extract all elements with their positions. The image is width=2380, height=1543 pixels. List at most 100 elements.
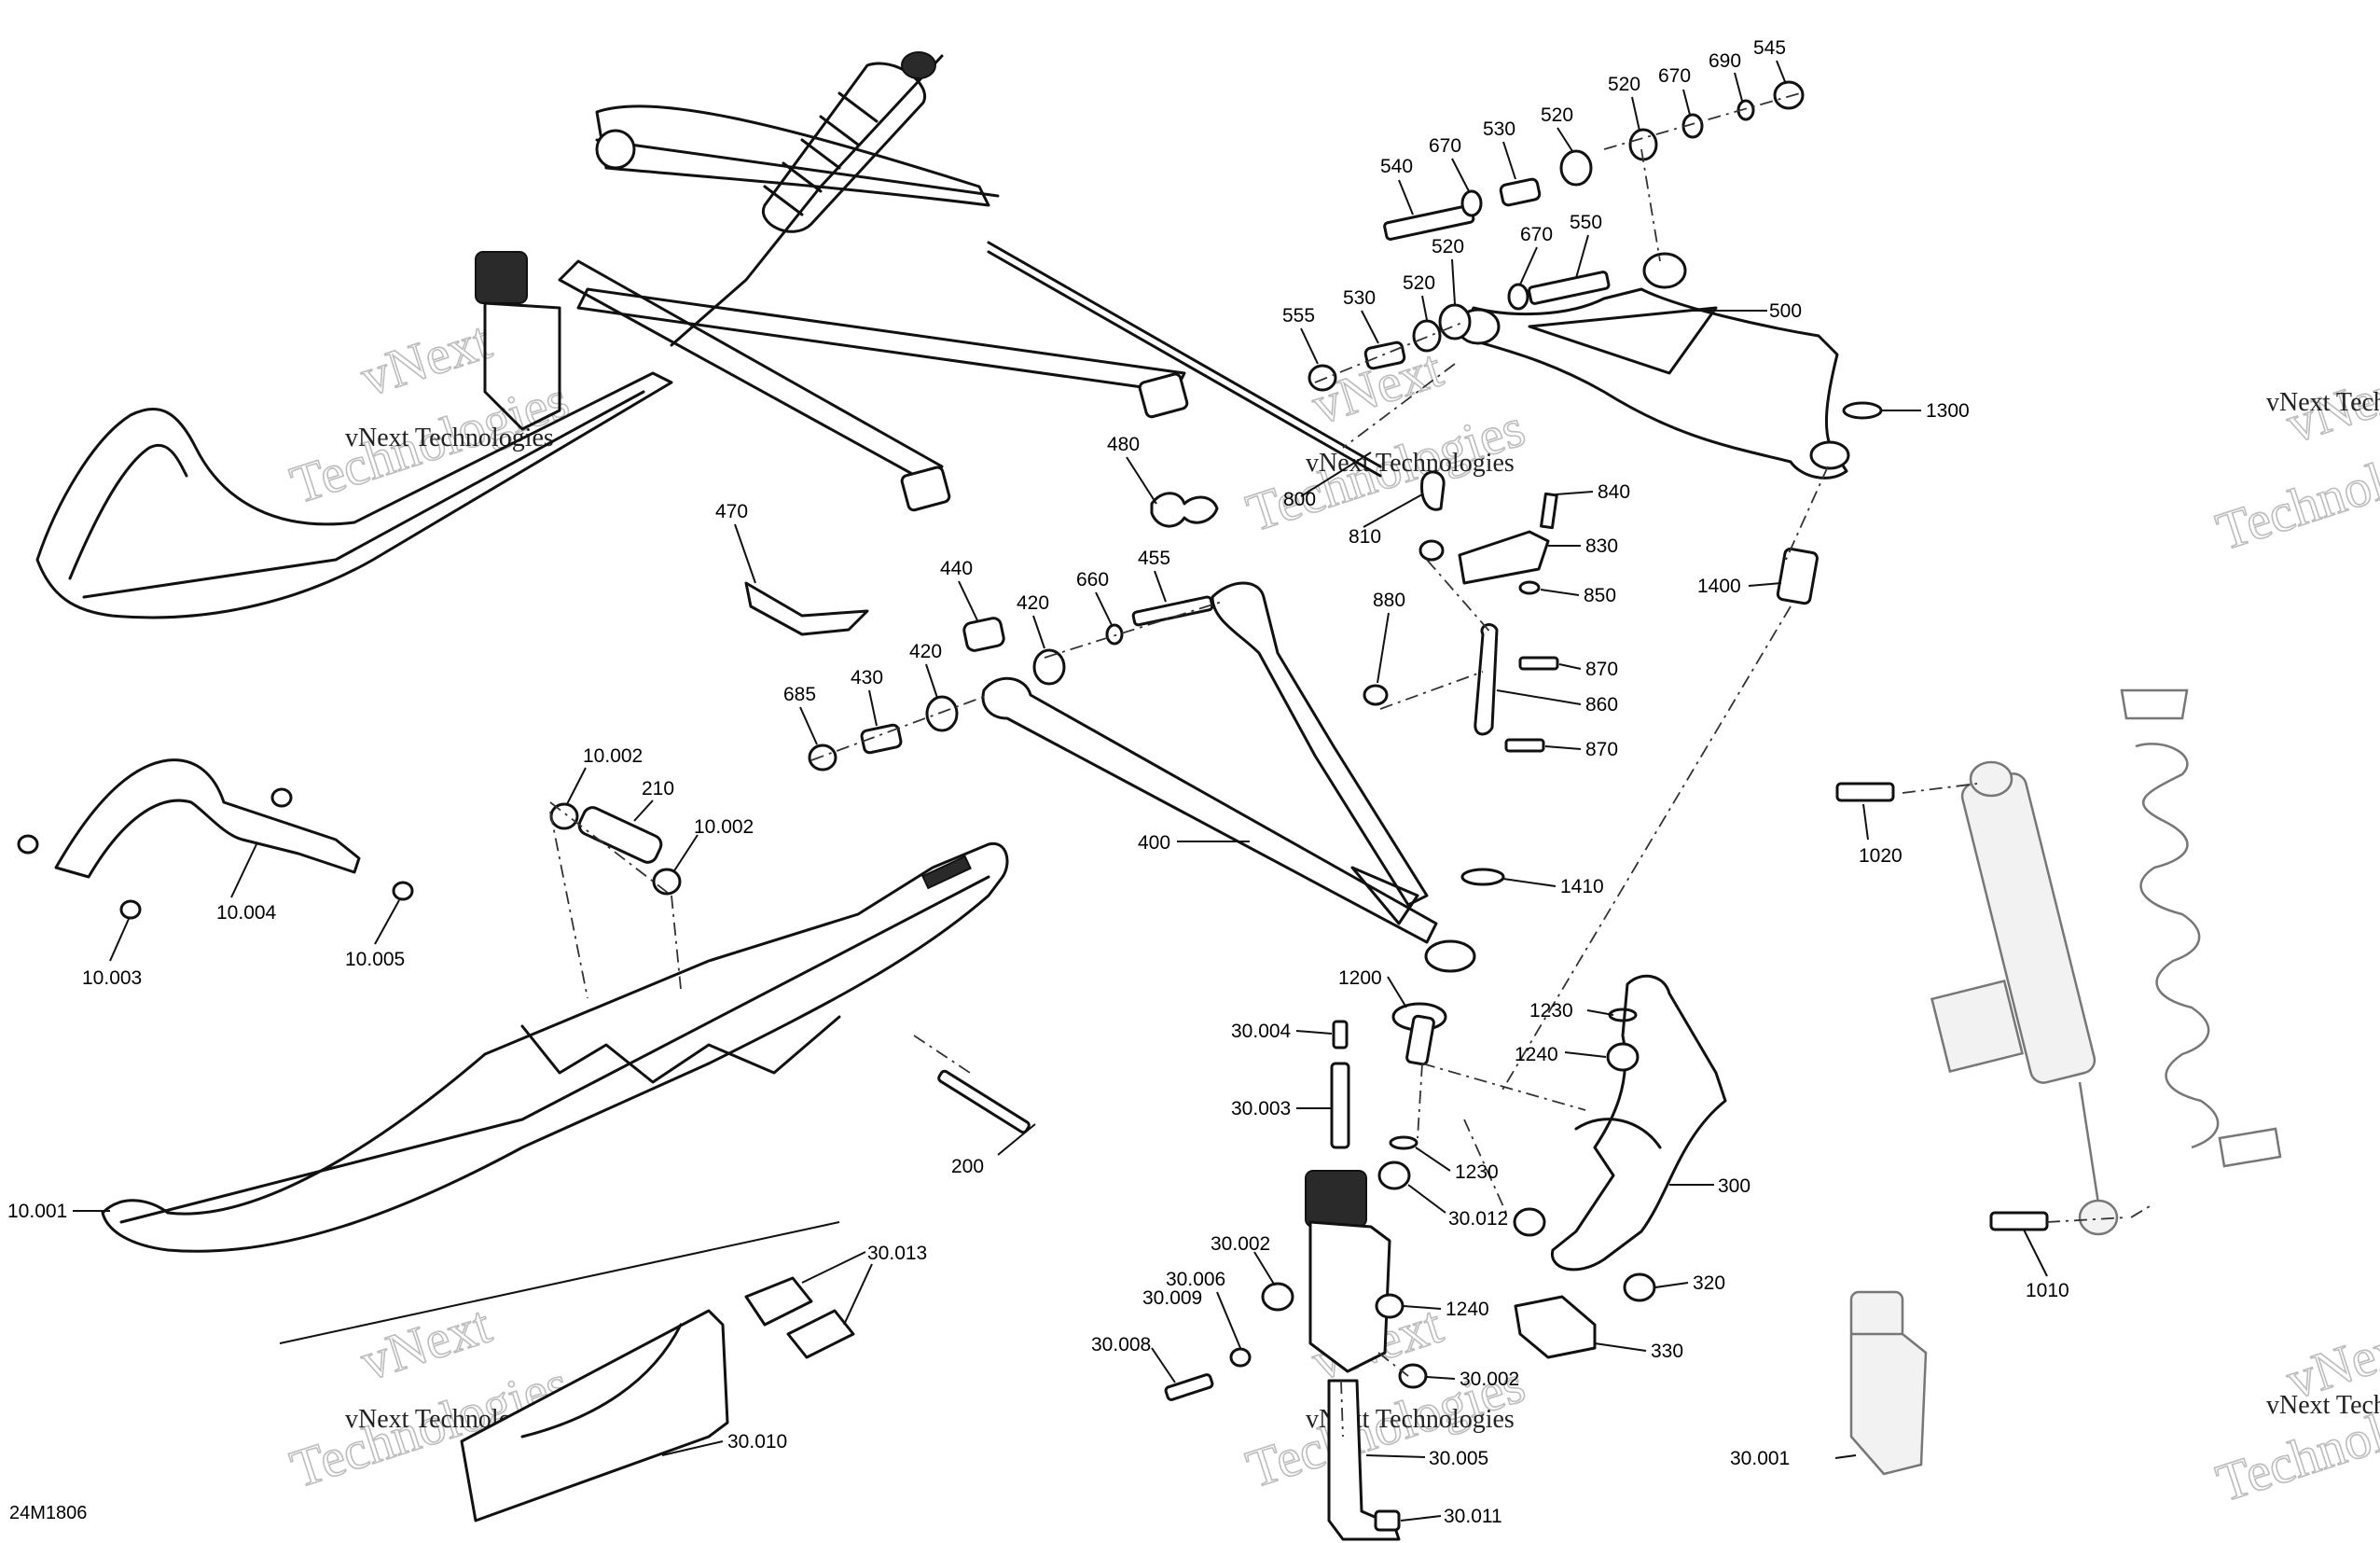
leader-420b <box>925 663 938 699</box>
nut-1240-b <box>1375 1293 1404 1319</box>
nut-685 <box>808 744 837 772</box>
assembly-line <box>549 801 672 897</box>
bracket-470 <box>744 581 869 636</box>
assembly-line <box>2046 1216 2127 1223</box>
bolt-30.004 <box>1332 1020 1349 1050</box>
lower-a-arm-rear <box>1211 581 1429 907</box>
bolt-840 <box>1540 492 1558 530</box>
ski-brand-mark <box>921 855 972 890</box>
assembled-shock-spring <box>761 62 927 233</box>
callout-200: 200 <box>951 1156 984 1177</box>
spindle-group <box>1164 1002 1447 1541</box>
callout-520: 520 <box>1403 272 1435 294</box>
leader-30.009 <box>1216 1291 1241 1349</box>
bushing-520-c <box>1438 303 1472 341</box>
ski-spine <box>520 1015 841 1084</box>
callout-400: 400 <box>1138 832 1170 854</box>
assembly-line <box>2130 1202 2155 1218</box>
leader-30.008 <box>1151 1347 1176 1383</box>
leader-860 <box>1496 689 1582 705</box>
ski-group <box>101 841 1031 1253</box>
bushing-520-b <box>1628 128 1658 161</box>
callout-685: 685 <box>783 684 816 705</box>
callout-480: 480 <box>1107 434 1140 455</box>
callout-530: 530 <box>1343 287 1376 309</box>
bushing-30.012 <box>1377 1161 1411 1190</box>
leader-470 <box>734 523 756 584</box>
callout-320: 320 <box>1693 1272 1725 1294</box>
leader-1240a <box>1564 1051 1607 1058</box>
assembled-arm-bushing-b <box>900 466 951 512</box>
leader-10.002a <box>566 767 587 805</box>
assembled-suspension <box>35 51 1382 619</box>
callout-540: 540 <box>1380 156 1413 177</box>
assembly-line <box>1044 601 1223 659</box>
lower-a-arm-front <box>981 676 1438 944</box>
callout-labels: 545 690 670 520 520 530 670 540 670 550 … <box>7 37 2069 1527</box>
pivot-pin-group <box>549 802 682 896</box>
callout-30.002: 30.002 <box>1211 1233 1270 1255</box>
spare-spindle-cap <box>1849 1290 1904 1341</box>
callout-30.002: 30.002 <box>1460 1369 1519 1390</box>
callout-30.006: 30.006 <box>1166 1269 1225 1290</box>
callout-800: 800 <box>1283 489 1316 510</box>
assembled-spindle <box>483 301 561 431</box>
spare-spindle-group <box>1849 1290 1928 1476</box>
wedge-30.013-b <box>786 1309 855 1359</box>
assembly-line <box>671 895 682 990</box>
callout-690: 690 <box>1709 50 1741 72</box>
leader-555 <box>1300 327 1319 365</box>
coil-spring <box>2135 743 2220 1149</box>
callout-530: 530 <box>1483 118 1515 140</box>
link-plate-480 <box>1150 492 1219 528</box>
callout-500: 500 <box>1769 300 1802 322</box>
assembled-lower-arm-rear <box>576 287 1186 394</box>
bolt-10.003-a <box>17 834 39 855</box>
shock-group <box>1835 688 2282 1236</box>
lower-a-arm-ball-end <box>1424 939 1476 973</box>
leader-10.003 <box>109 918 130 962</box>
leader-30.005 <box>1365 1454 1426 1458</box>
bushing-10.002-a <box>549 802 579 830</box>
callout-670: 670 <box>1429 135 1461 157</box>
assembly-line <box>1902 783 1978 794</box>
assembly-line <box>810 694 989 761</box>
leader-430 <box>868 689 878 727</box>
leader-30.001 <box>1834 1454 1857 1459</box>
bushing-1240-a <box>1606 1042 1640 1072</box>
washer-660 <box>1105 623 1124 646</box>
callout-870: 870 <box>1585 659 1618 680</box>
bushing-420-b <box>925 695 959 732</box>
shock-upper-eye <box>1969 760 2013 798</box>
assembled-shock-body <box>670 54 944 347</box>
bolt-1010 <box>1989 1211 2049 1231</box>
leader-30.012 <box>1407 1184 1446 1214</box>
spare-spindle <box>1849 1332 1928 1476</box>
callout-670: 670 <box>1520 224 1553 245</box>
nut-555 <box>1308 364 1337 392</box>
circlip-1410 <box>1460 868 1505 886</box>
bolt-1020 <box>1835 782 1895 802</box>
callout-830: 830 <box>1585 535 1618 557</box>
callout-430: 430 <box>851 667 883 688</box>
steering-arm-300-edge <box>1574 1118 1662 1149</box>
watermark-top-right: vNext Technologies vNext Technologies <box>2208 355 2380 563</box>
callout-300: 300 <box>1718 1175 1750 1197</box>
wedge-30.013-a <box>744 1276 813 1327</box>
assembly-line <box>1340 1380 1344 1438</box>
callout-30.010: 30.010 <box>727 1431 787 1453</box>
leader-200 <box>997 1123 1036 1156</box>
ball-joint-1400 <box>1776 547 1819 605</box>
assembled-sway-link-edge <box>987 250 1382 478</box>
leader-840 <box>1555 491 1594 495</box>
assembled-shock <box>670 51 944 347</box>
nut-880-top <box>1418 539 1445 562</box>
bracket-330 <box>1514 1295 1597 1359</box>
watermark-line1: vNext <box>353 1294 498 1393</box>
leader-30.002a <box>1253 1251 1276 1286</box>
bolt-870-b <box>1504 738 1545 753</box>
callout-30.011: 30.011 <box>1444 1506 1502 1527</box>
nut-880 <box>1363 684 1389 706</box>
washer-670-c <box>1507 283 1529 311</box>
